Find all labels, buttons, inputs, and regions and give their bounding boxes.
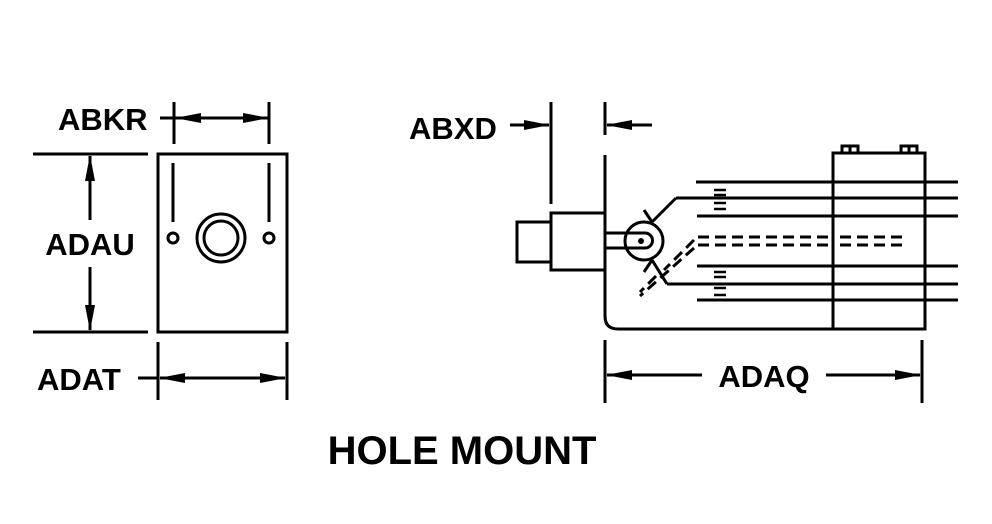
actuator-arm <box>605 231 654 250</box>
dimension-abkr: ABKR <box>58 102 271 144</box>
center-hole-inner <box>202 219 240 257</box>
plunger-bushing <box>549 211 607 272</box>
mounting-hole-right <box>262 231 276 245</box>
roller <box>623 220 665 262</box>
switch-housing <box>831 151 927 331</box>
side-view <box>515 144 958 331</box>
center-hole-outer <box>195 212 247 264</box>
label-abxd: ABXD <box>409 111 497 146</box>
label-adaq: ADAQ <box>718 359 809 394</box>
plunger-end <box>515 220 553 264</box>
label-adat: ADAT <box>37 362 121 397</box>
dimension-adat: ADAT <box>37 342 289 400</box>
front-view <box>156 152 289 334</box>
dimension-adau: ADAU <box>33 152 148 334</box>
dimension-abxd: ABXD <box>409 102 652 204</box>
label-adau: ADAU <box>45 227 135 262</box>
pivot-pin <box>638 238 644 244</box>
body-outline <box>603 155 925 331</box>
mount-plate-outline <box>156 152 289 334</box>
mounting-hole-left <box>166 231 180 245</box>
label-abkr: ABKR <box>58 102 148 137</box>
dimension-adaq: ADAQ <box>603 340 924 403</box>
diagram-caption: HOLE MOUNT <box>328 429 597 473</box>
